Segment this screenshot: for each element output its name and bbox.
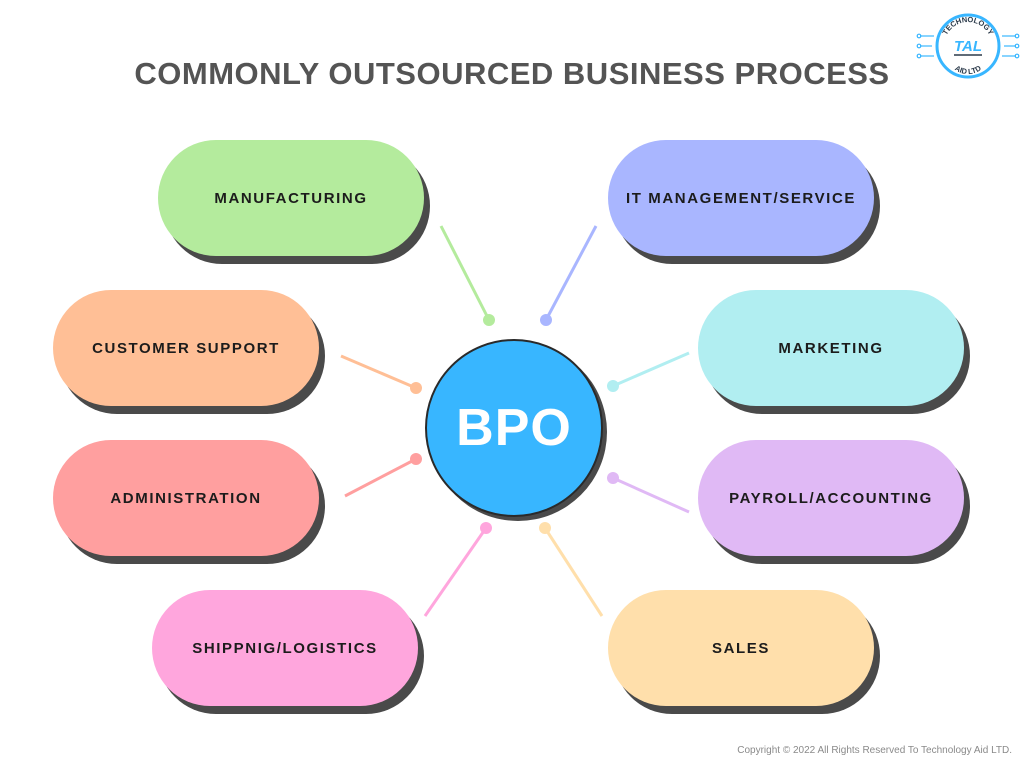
connector-dot-administration bbox=[410, 453, 422, 465]
connector-marketing bbox=[612, 351, 690, 388]
connector-administration bbox=[344, 457, 417, 498]
connector-shipping-logistics bbox=[423, 527, 488, 617]
logo-text-bottom: AID LTD bbox=[953, 63, 983, 76]
connector-manufacturing bbox=[439, 225, 491, 321]
process-label: SHIPPNIG/LOGISTICS bbox=[192, 639, 378, 657]
connector-dot-shipping-logistics bbox=[480, 522, 492, 534]
process-it-management: IT MANAGEMENT/SERVICE bbox=[608, 140, 874, 256]
connector-dot-sales bbox=[539, 522, 551, 534]
connector-payroll-accounting bbox=[612, 476, 690, 514]
process-shipping-logistics: SHIPPNIG/LOGISTICS bbox=[152, 590, 418, 706]
process-label: MARKETING bbox=[778, 339, 884, 357]
connector-customer-support bbox=[340, 354, 417, 390]
process-payroll-accounting: PAYROLL/ACCOUNTING bbox=[698, 440, 964, 556]
copyright-notice: Copyright © 2022 All Rights Reserved To … bbox=[737, 745, 1012, 756]
company-logo: TECHNOLOGY TAL AID LTD bbox=[916, 13, 1020, 79]
svg-text:AID LTD: AID LTD bbox=[953, 63, 983, 76]
logo-mark: TAL bbox=[954, 38, 982, 55]
process-customer-support: CUSTOMER SUPPORT bbox=[53, 290, 319, 406]
connector-dot-manufacturing bbox=[483, 314, 495, 326]
process-administration: ADMINISTRATION bbox=[53, 440, 319, 556]
bpo-hub: BPO bbox=[425, 339, 603, 517]
process-label: MANUFACTURING bbox=[214, 189, 368, 207]
process-label: IT MANAGEMENT/SERVICE bbox=[625, 189, 856, 207]
process-manufacturing: MANUFACTURING bbox=[158, 140, 424, 256]
process-marketing: MARKETING bbox=[698, 290, 964, 406]
process-label: ADMINISTRATION bbox=[110, 489, 262, 507]
connector-dot-it-management bbox=[540, 314, 552, 326]
connector-it-management bbox=[544, 225, 598, 321]
process-label: SALES bbox=[711, 639, 770, 657]
connector-dot-payroll-accounting bbox=[607, 472, 619, 484]
page-title: COMMONLY OUTSOURCED BUSINESS PROCESS bbox=[134, 56, 890, 91]
connector-sales bbox=[543, 527, 604, 617]
connector-dot-marketing bbox=[607, 380, 619, 392]
process-label: PAYROLL/ACCOUNTING bbox=[729, 489, 933, 507]
process-sales: SALES bbox=[608, 590, 874, 706]
process-label: CUSTOMER SUPPORT bbox=[92, 339, 280, 357]
connector-dot-customer-support bbox=[410, 382, 422, 394]
